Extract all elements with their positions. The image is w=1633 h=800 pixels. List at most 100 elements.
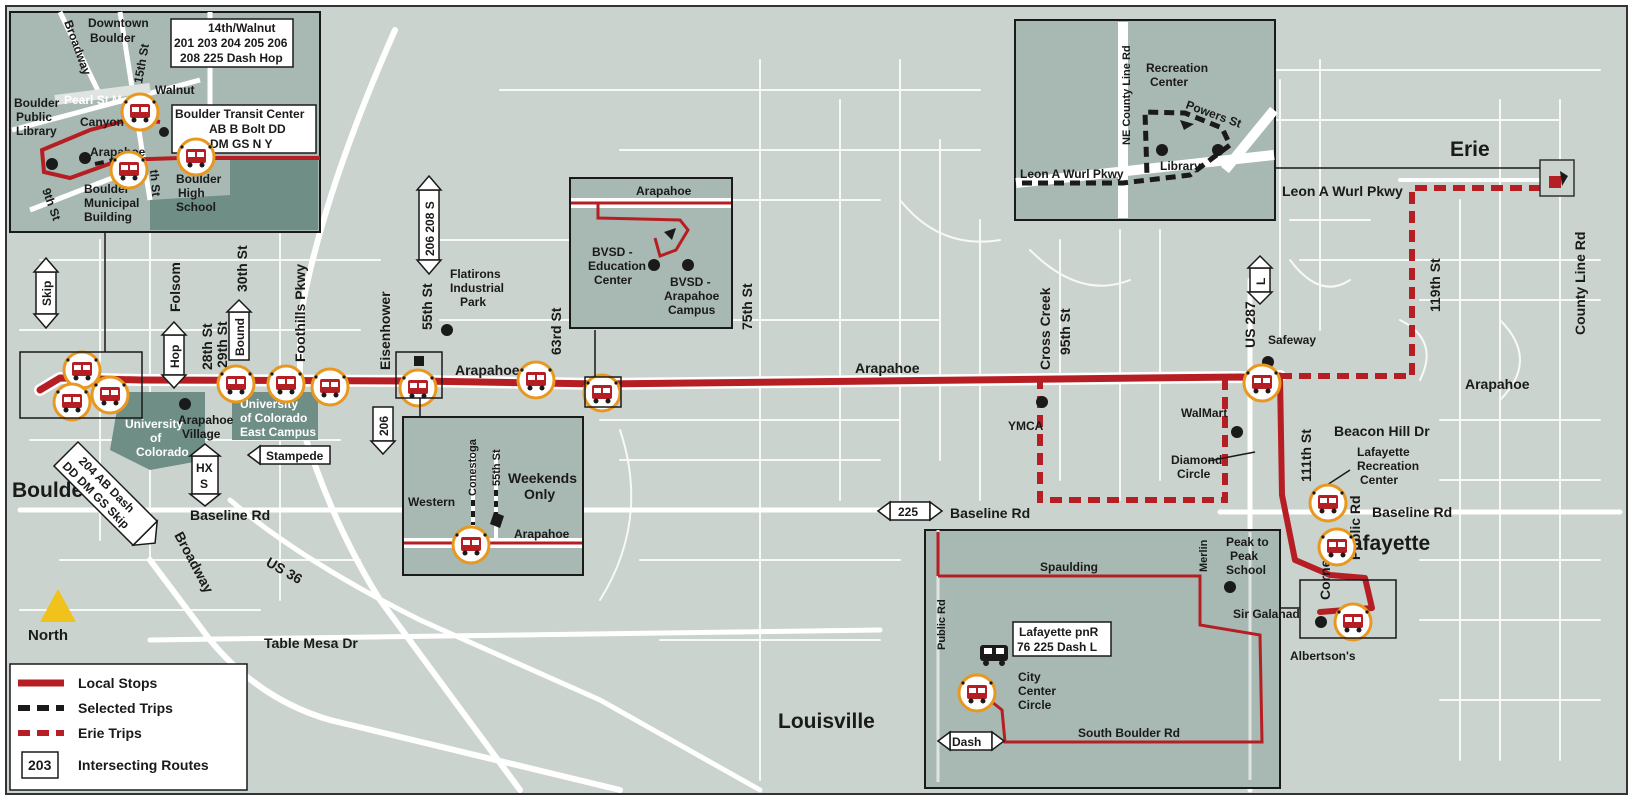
street-arapahoe-main: Arapahoe [855, 360, 920, 376]
legend: Local Stops Selected Trips Erie Trips 20… [9, 663, 248, 791]
city-lafayette: Lafayette [1338, 532, 1430, 555]
route-box-hx-s: HX S [187, 443, 223, 507]
svg-text:of: of [150, 431, 162, 445]
svg-text:BVSD -: BVSD - [670, 275, 711, 289]
svg-text:Colorado: Colorado [136, 445, 189, 459]
svg-text:Center: Center [1018, 684, 1056, 698]
bus-stop-icon [1317, 527, 1357, 567]
street-baseline-west: Baseline Rd [190, 507, 270, 523]
svg-text:Lafayette pnR: Lafayette pnR [1019, 625, 1099, 639]
street-baseline-mid: Baseline Rd [950, 505, 1030, 521]
svg-text:L: L [1254, 278, 1268, 285]
svg-text:S: S [200, 477, 208, 491]
route-box-206-208-s: 206 208 S [415, 174, 443, 276]
bus-stop-icon [451, 525, 491, 565]
svg-text:YMCA: YMCA [1008, 419, 1044, 433]
inset-55th: Conestoga 55th St Western Weekends Only … [402, 416, 584, 576]
inset-louisville: Spaulding Merlin Peak to Peak School Sir… [924, 529, 1300, 789]
svg-text:Center: Center [1360, 473, 1398, 487]
street-75th: 75th St [739, 283, 755, 330]
svg-text:Downtown: Downtown [88, 16, 149, 30]
university-of-colorado-area [110, 392, 205, 470]
svg-text:Dash: Dash [952, 735, 981, 749]
route-box-206: 206 [369, 406, 397, 456]
bus-stop-icon [516, 360, 556, 400]
bus-stop-icon [957, 673, 997, 713]
street-us287: US 287 [1242, 301, 1258, 348]
svg-text:School: School [176, 200, 216, 214]
svg-text:Circle: Circle [1177, 467, 1211, 481]
eisenhower-stop-marker [414, 356, 424, 366]
svg-text:Circle: Circle [1018, 698, 1052, 712]
svg-text:WalMart: WalMart [1181, 406, 1227, 420]
svg-text:15th St: 15th St [131, 43, 152, 85]
svg-text:Albertson's: Albertson's [1290, 649, 1356, 663]
main-route-stops [52, 350, 1373, 642]
svg-text:AB B Bolt DD: AB B Bolt DD [209, 122, 286, 136]
street-arapahoe-west: Arapahoe [455, 362, 520, 378]
park-and-ride-bus-icon [980, 645, 1008, 666]
landmark-arapahoe-village: Arapahoe Village [178, 398, 234, 441]
svg-text:Library: Library [1160, 159, 1201, 173]
street-28th: 28th St [199, 323, 215, 370]
bus-stop-icon [310, 367, 350, 407]
svg-text:Conestoga: Conestoga [467, 438, 479, 496]
landmark-diamond-circle: Diamond Circle [1171, 451, 1256, 481]
svg-text:Boulder Transit Center: Boulder Transit Center [175, 107, 305, 121]
svg-text:BVSD -: BVSD - [592, 245, 633, 259]
svg-text:206 208 S: 206 208 S [423, 201, 437, 256]
legend-erie-label: Erie Trips [78, 725, 142, 741]
svg-text:225: 225 [898, 505, 918, 519]
inset-connectors [104, 167, 1540, 609]
svg-text:Boulder: Boulder [90, 31, 136, 45]
svg-text:Village: Village [182, 427, 221, 441]
street-cross-creek: Cross Creek [1037, 287, 1053, 370]
svg-text:Stampede: Stampede [266, 449, 324, 463]
street-eisenhower: Eisenhower [377, 291, 393, 370]
svg-text:Arapahoe: Arapahoe [514, 527, 570, 541]
lafayette-stop-box [1299, 579, 1397, 639]
svg-text:76 225 Dash L: 76 225 Dash L [1017, 640, 1097, 654]
svg-text:55th St: 55th St [491, 449, 503, 486]
svg-text:Diamond: Diamond [1171, 453, 1222, 467]
route-box-bound: Bound [225, 298, 253, 361]
svg-text:Hop: Hop [168, 345, 182, 368]
street-30th: 30th St [234, 245, 250, 292]
city-boulder: Boulder [12, 479, 91, 502]
63rd-stop-box [584, 376, 622, 408]
svg-text:Boulder: Boulder [14, 96, 60, 110]
svg-text:University: University [125, 417, 183, 431]
svg-text:Safeway: Safeway [1268, 333, 1316, 347]
legend-selected-label: Selected Trips [78, 700, 173, 716]
svg-text:School: School [1226, 563, 1266, 577]
street-arapahoe-east: Arapahoe [1465, 376, 1530, 392]
erie-trips-line [1037, 185, 1545, 503]
svg-text:Bound: Bound [233, 318, 247, 356]
street-leon-wurl: Leon A Wurl Pkwy [1282, 183, 1403, 199]
svg-text:Walnut: Walnut [155, 83, 195, 97]
svg-text:Campus: Campus [668, 303, 716, 317]
bus-stop-icon [398, 368, 438, 408]
route-box-skip: Skip [32, 256, 60, 330]
svg-text:Peak to: Peak to [1226, 535, 1269, 549]
svg-text:Only: Only [524, 486, 555, 502]
svg-text:East Campus: East Campus [240, 425, 316, 439]
svg-text:Industrial: Industrial [450, 281, 504, 295]
street-baseline-east: Baseline Rd [1372, 504, 1452, 520]
landmark-walmart: WalMart [1181, 406, 1243, 438]
bus-stop-icon [52, 382, 92, 422]
north-arrow: North [28, 589, 76, 644]
svg-text:Arapahoe: Arapahoe [178, 413, 234, 427]
city-louisville: Louisville [778, 710, 875, 733]
svg-text:Center: Center [594, 273, 632, 287]
street-29th: 29th St [214, 321, 230, 368]
city-erie: Erie [1450, 138, 1490, 161]
landmark-albertsons: Albertson's [1290, 616, 1356, 663]
svg-text:Leon A Wurl Pkwy: Leon A Wurl Pkwy [1020, 167, 1124, 181]
bus-stop-icon [266, 364, 306, 404]
svg-text:Arapahoe: Arapahoe [664, 289, 720, 303]
svg-text:Building: Building [84, 210, 132, 224]
route-box-225: 225 [876, 500, 944, 522]
landmark-university-of-colorado: University of Colorado [125, 417, 189, 459]
